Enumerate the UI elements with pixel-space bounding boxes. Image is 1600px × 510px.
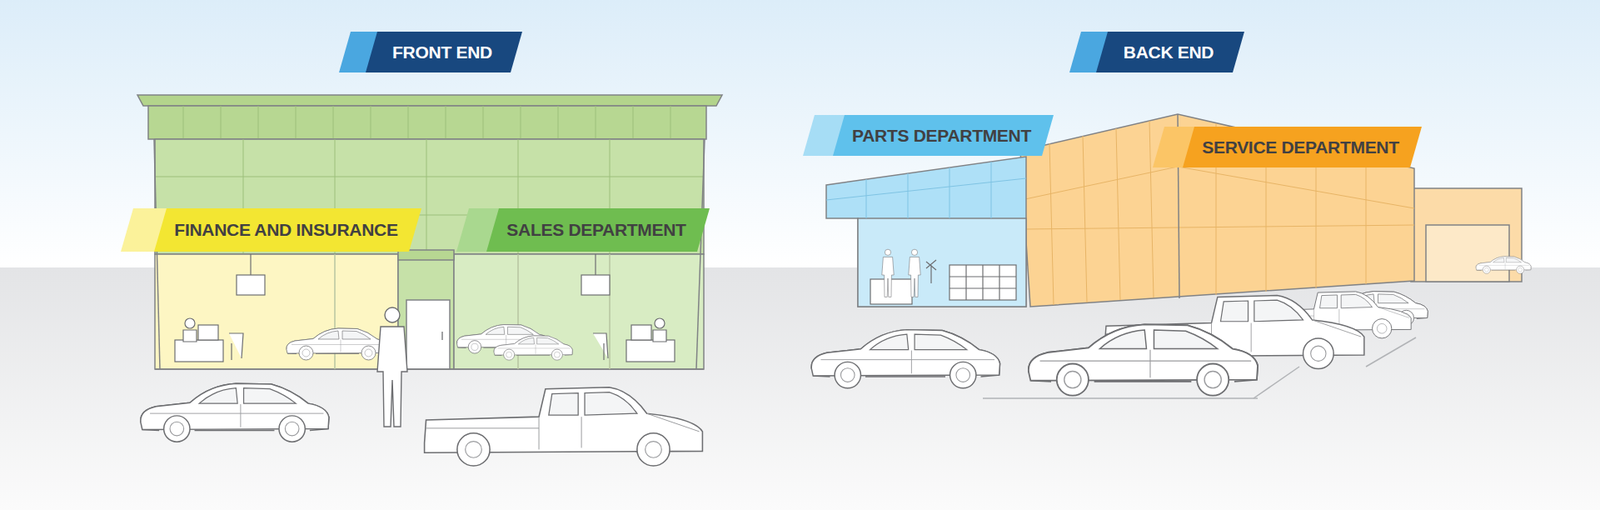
person	[377, 307, 408, 427]
section-banner: FINANCE AND INSURANCE	[120, 208, 422, 252]
pickup-truck	[424, 387, 703, 466]
section-banner: SALES DEPARTMENT	[456, 208, 710, 252]
banner-body	[1096, 31, 1245, 73]
banner-body	[832, 114, 1054, 156]
section-banner: FRONT END	[338, 31, 523, 73]
parts-counter	[870, 249, 1017, 305]
banner-label: BACK END	[1123, 42, 1214, 63]
banner-label: FRONT END	[392, 42, 493, 63]
car	[811, 329, 1000, 389]
back-end-building	[826, 114, 1522, 307]
banner-label: SERVICE DEPARTMENT	[1201, 137, 1400, 158]
car	[1028, 323, 1258, 395]
car	[1475, 256, 1531, 274]
section-banner: PARTS DEPARTMENT	[802, 114, 1054, 156]
banner-label: PARTS DEPARTMENT	[852, 125, 1032, 146]
banner-body	[365, 31, 523, 73]
banner-label: FINANCE AND INSURANCE	[174, 219, 398, 240]
banner-body	[486, 208, 710, 252]
section-banner: BACK END	[1069, 31, 1245, 73]
showroom-interior	[174, 254, 675, 362]
front-end-building	[137, 94, 723, 369]
section-banner: SERVICE DEPARTMENT	[1152, 126, 1422, 168]
banner-body	[154, 208, 422, 252]
cars	[140, 256, 1531, 466]
banner-label: SALES DEPARTMENT	[506, 219, 686, 240]
car	[140, 383, 329, 442]
banner-body	[1182, 126, 1422, 168]
